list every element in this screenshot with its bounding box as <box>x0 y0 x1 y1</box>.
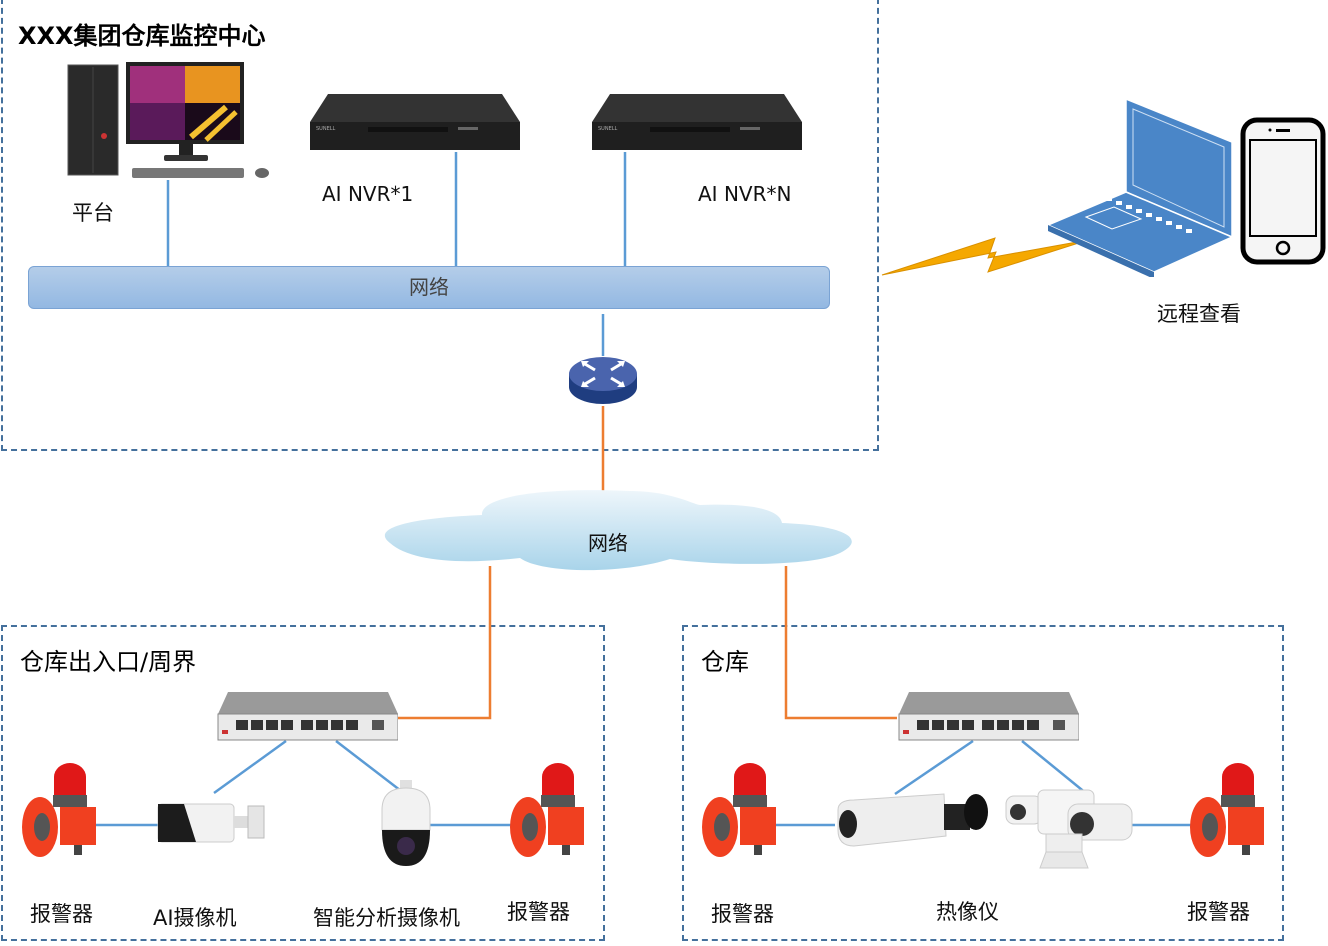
switch2-thermal1-link <box>894 739 974 796</box>
thermal-bullet-camera-icon <box>834 790 990 848</box>
poe-switch-entrance-icon <box>216 692 399 742</box>
cloud-switch2-link <box>784 566 897 720</box>
entrance-alarm-right-label: 报警器 <box>507 900 570 924</box>
nvr1-label: AI NVR*1 <box>322 182 414 206</box>
ai-camera-label: AI摄像机 <box>153 906 237 930</box>
alarm-siren-icon <box>508 763 588 863</box>
monitoring-center-zone <box>1 0 879 451</box>
ai-bullet-camera-icon <box>156 800 268 848</box>
warehouse-alarm-right-label: 报警器 <box>1187 900 1250 924</box>
alarm-siren-icon <box>1188 763 1268 863</box>
switch2-thermal2-link <box>1021 740 1088 795</box>
alarm-siren-icon <box>700 763 780 863</box>
lan-network-bar: 网络 <box>28 266 830 309</box>
internet-label: 网络 <box>588 531 628 555</box>
smart-ptz-dome-camera-icon <box>376 780 436 868</box>
entrance-alarm-left-label: 报警器 <box>30 902 93 926</box>
monitoring-center-title: XXX集团仓库监控中心 <box>18 22 266 50</box>
alarm-siren-icon <box>20 763 100 863</box>
svg-text:SUNELL: SUNELL <box>598 126 618 132</box>
warehouse-zone <box>682 625 1284 941</box>
nvrn-label: AI NVR*N <box>698 182 792 206</box>
thermal-ptz-camera-icon <box>1004 786 1134 870</box>
cloud-switch1-link <box>398 566 492 720</box>
nvrn-icon: SUNELL <box>590 94 804 152</box>
smartphone-icon <box>1240 117 1326 265</box>
smart-camera-label: 智能分析摄像机 <box>313 906 460 930</box>
entrance-zone-title: 仓库出入口/周界 <box>20 648 197 676</box>
warehouse-alarm-left-label: 报警器 <box>711 902 774 926</box>
svg-text:SUNELL: SUNELL <box>316 126 336 132</box>
router-icon <box>567 354 639 408</box>
platform-pc-icon <box>66 62 271 182</box>
thermal-camera-label: 热像仪 <box>936 900 999 924</box>
nvr1-icon: SUNELL <box>308 94 522 152</box>
warehouse-zone-title: 仓库 <box>701 648 749 676</box>
entrance-zone <box>1 625 605 941</box>
switch1-smartcam-link <box>335 740 406 795</box>
remote-view-label: 远程查看 <box>1157 302 1241 326</box>
platform-label: 平台 <box>72 201 114 225</box>
laptop-icon <box>1046 97 1242 279</box>
internet-cloud-icon <box>370 483 856 575</box>
switch1-aicam-link <box>213 739 287 795</box>
poe-switch-warehouse-icon <box>897 692 1080 742</box>
